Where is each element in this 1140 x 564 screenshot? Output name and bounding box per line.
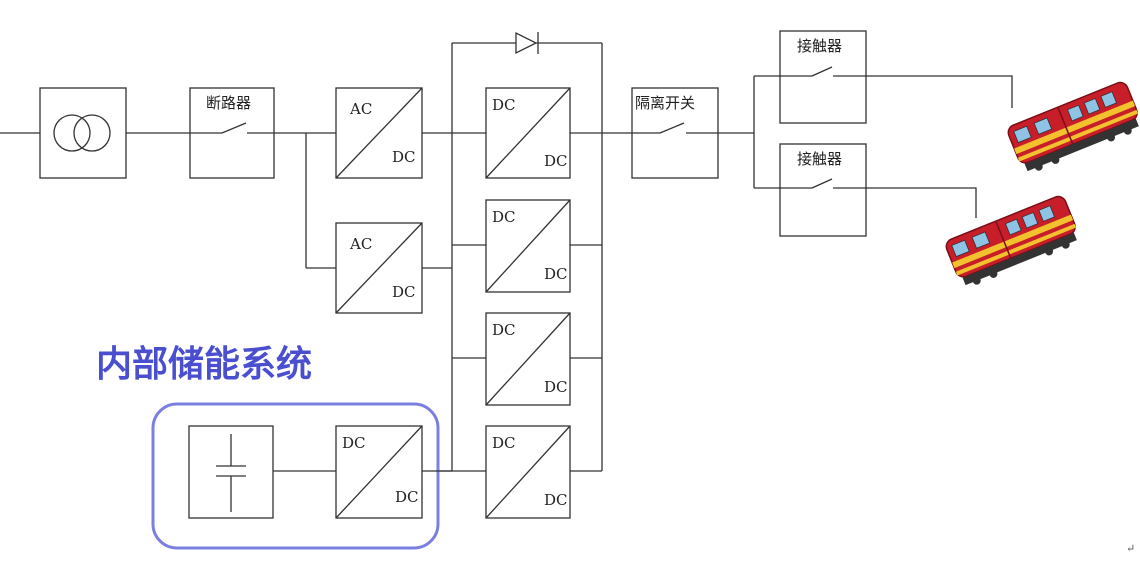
isolator-switch-icon [632, 122, 718, 134]
transformer-icon [53, 114, 111, 152]
contactor-bottom-block: 接触器 [779, 143, 867, 237]
contactor-bottom-label: 接触器 [797, 150, 842, 168]
dcdc4-in-label: DC [492, 434, 516, 452]
storage-system-title: 内部储能系统 [96, 344, 312, 385]
feeder-to-train-1 [866, 75, 1013, 108]
acdc2-ac-label: AC [349, 235, 372, 253]
dcdc3-in-label: DC [492, 321, 516, 339]
capacitor-icon [216, 434, 246, 512]
acdc2-dc-label: DC [392, 283, 416, 301]
dcdc-converter-4: DC DC [485, 425, 571, 519]
dcdc1-in-label: DC [492, 96, 516, 114]
storage-dcdc-converter: DC DC [335, 425, 423, 519]
contactor-top-label: 接触器 [797, 37, 842, 55]
dcdc-converter-1: DC DC [485, 87, 571, 179]
dcdc2-in-label: DC [492, 208, 516, 226]
storage-dcdc-in-label: DC [342, 434, 366, 452]
isolator-switch-block: 隔离开关 [631, 87, 719, 179]
storage-dcdc-out-label: DC [395, 488, 419, 506]
electric-train-icon [945, 195, 1077, 286]
acdc-converter-2: AC DC [335, 222, 423, 314]
dcdc4-out-label: DC [544, 491, 568, 509]
capacitor-block [188, 425, 274, 519]
dcdc-converter-3: DC DC [485, 312, 571, 406]
dcdc-converter-2: DC DC [485, 199, 571, 293]
diode-icon [515, 31, 539, 55]
breaker-block: 断路器 [189, 87, 275, 179]
contactor-top-switch-icon [780, 66, 866, 77]
isolator-label: 隔离开关 [635, 94, 695, 112]
feeder-to-train-2 [866, 187, 977, 218]
dcdc3-out-label: DC [544, 378, 568, 396]
electric-train-icon [1007, 81, 1139, 172]
contactor-bottom-switch-icon [780, 178, 866, 189]
dcdc1-out-label: DC [544, 152, 568, 170]
transformer-block [39, 87, 127, 179]
breaker-label: 断路器 [206, 94, 251, 112]
storage-system-border [151, 402, 440, 550]
acdc-converter-1: AC DC [335, 87, 423, 179]
acdc1-dc-label: DC [392, 148, 416, 166]
dcdc2-out-label: DC [544, 265, 568, 283]
contactor-top-block: 接触器 [779, 30, 867, 124]
return-mark: ↵ [1126, 542, 1135, 555]
acdc1-ac-label: AC [349, 100, 372, 118]
breaker-switch-icon [190, 122, 274, 134]
